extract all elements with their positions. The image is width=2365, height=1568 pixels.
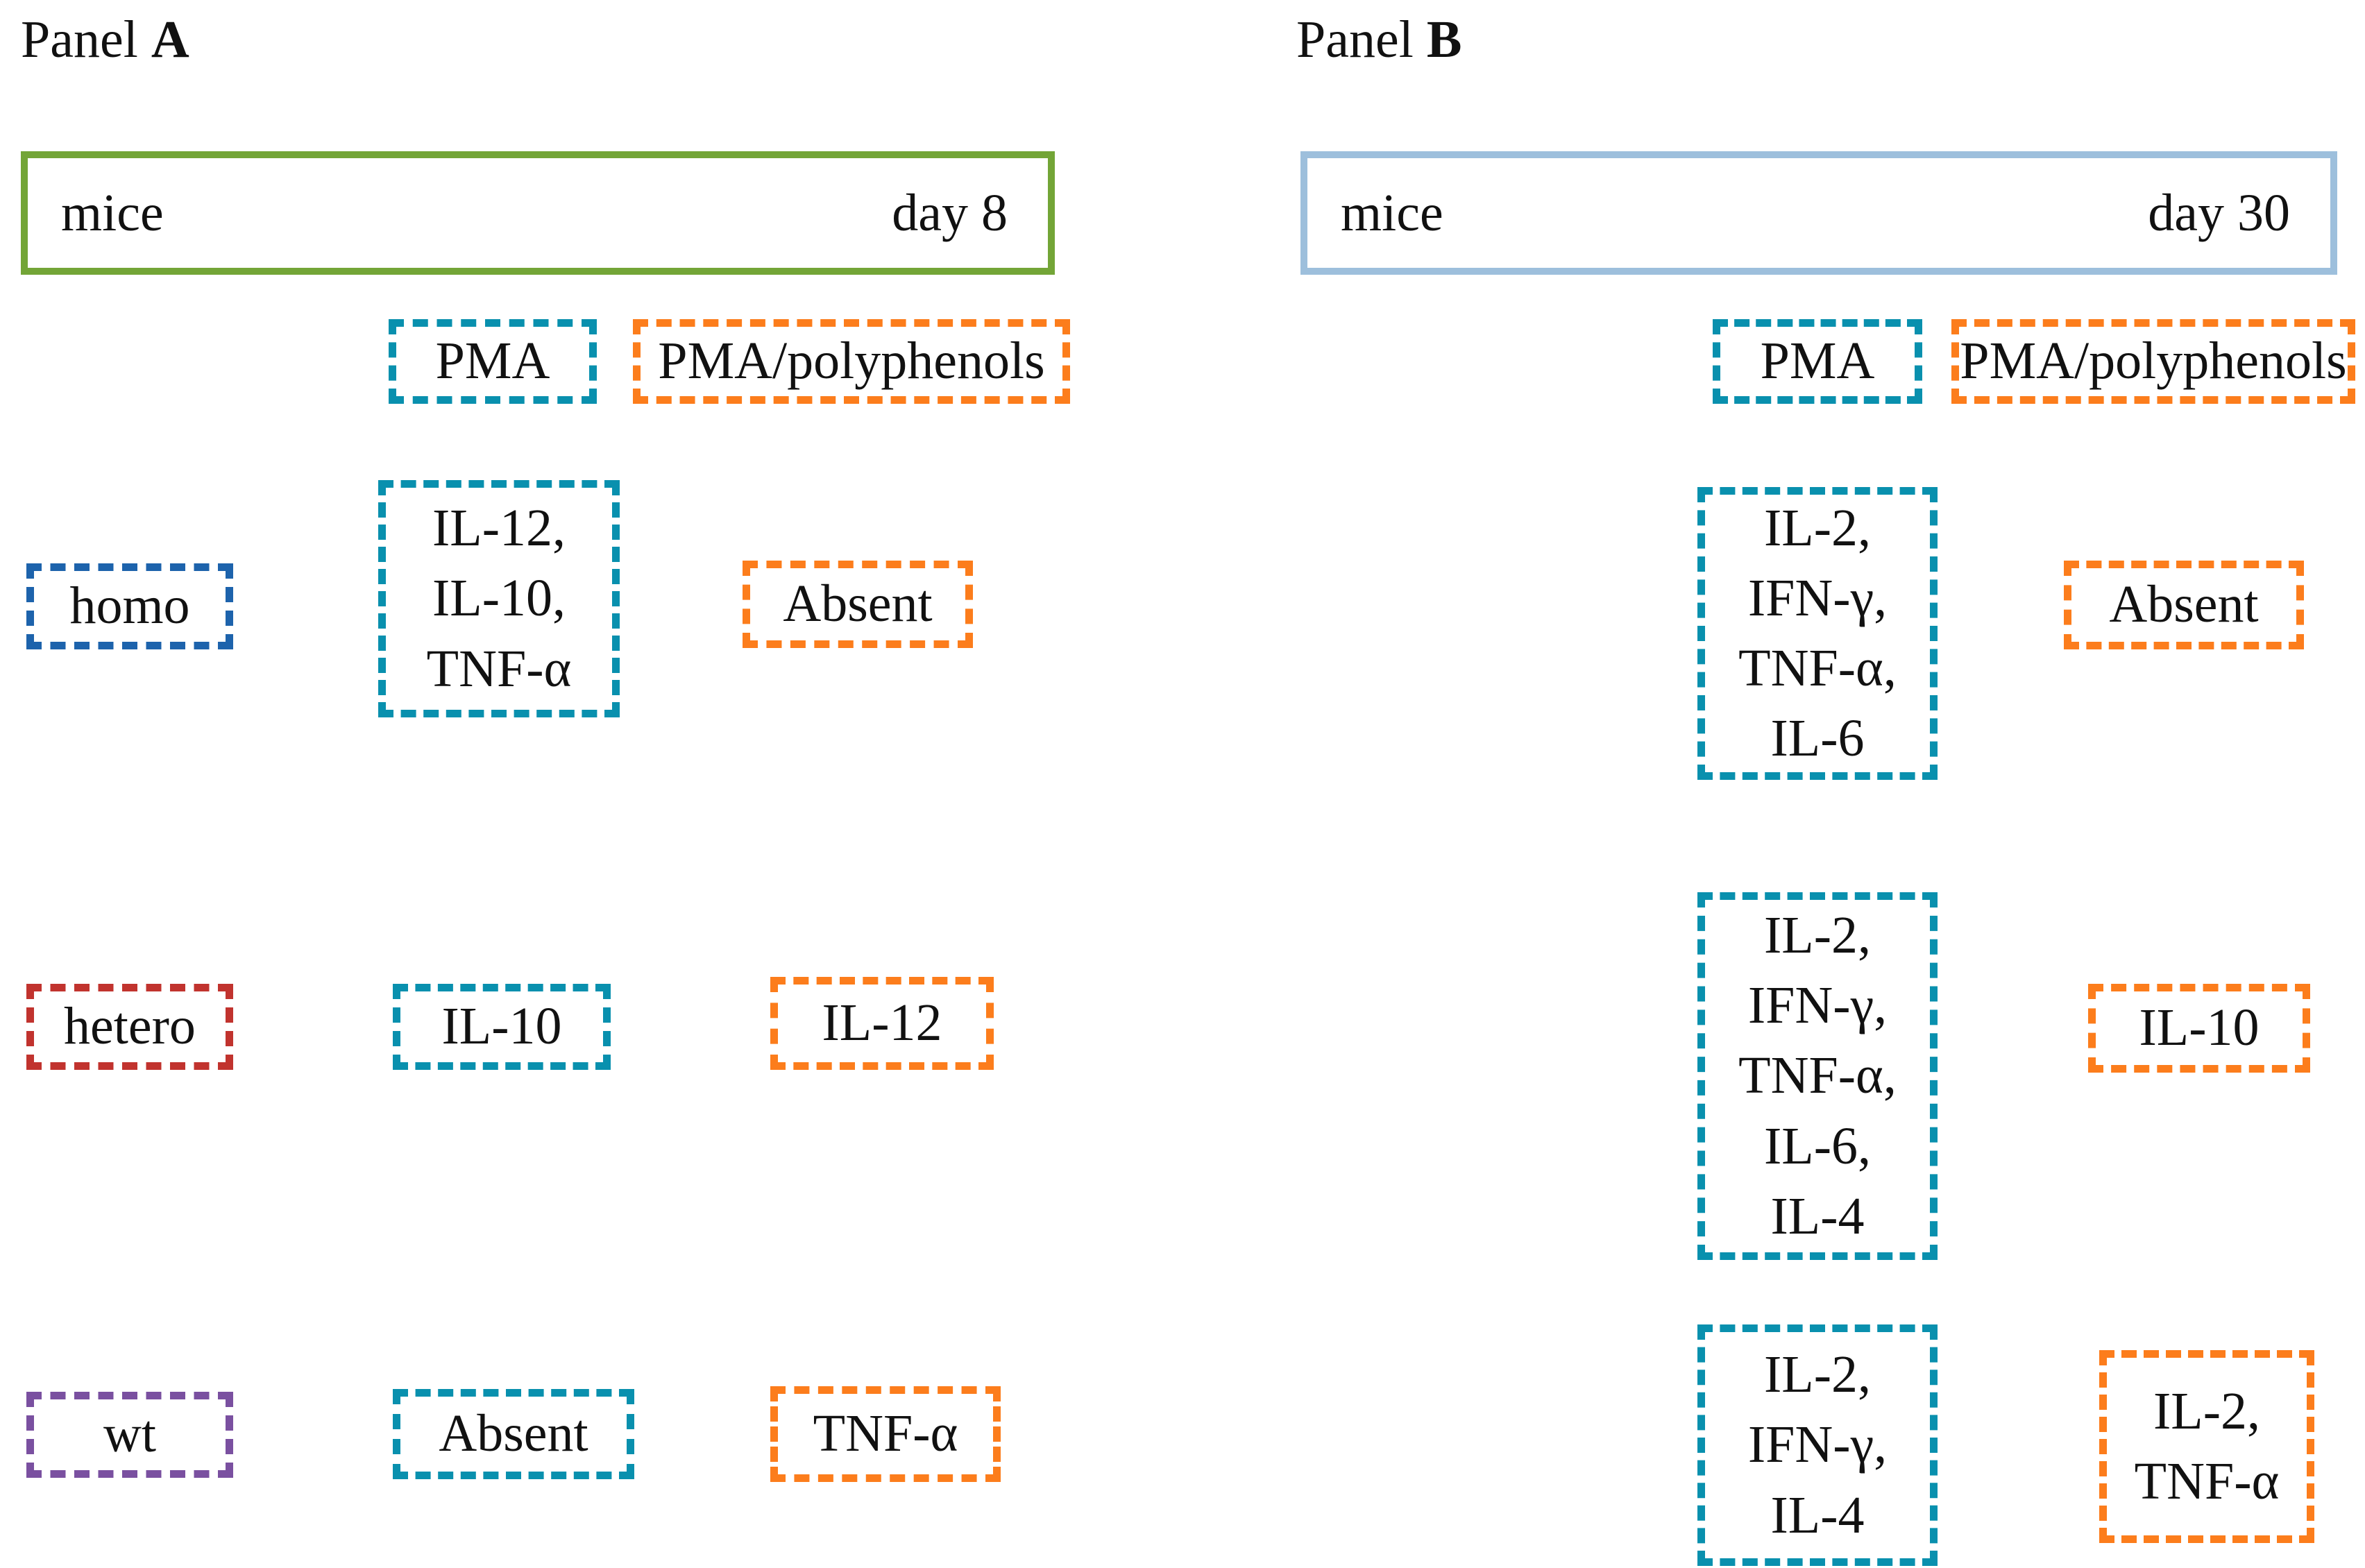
cytokine-line: TNF-α [2134,1452,2280,1510]
cytokine-line: TNF-α, [1738,1046,1897,1105]
panel-a-homo-polyphenols-cytokines-box: Absent [743,561,973,648]
panel-b-mice-label: mice [1341,183,1443,242]
panel-a-treatment-pma-box: PMA [389,319,597,404]
panel-b-treatment-pma-box: PMA [1713,319,1922,404]
cytokine-line: IL-2, [1763,498,1872,557]
panel-b-treatment-pma-label: PMA [1760,332,1875,391]
genotype-label-hetero: hetero [64,997,196,1056]
panel-b-treatment-polyphenols-box: PMA/polyphenols [1951,319,2355,404]
panel-b-row1-polyphenols-cytokines-box: Absent [2064,561,2304,649]
panel-a-treatment-polyphenols-label: PMA/polyphenols [658,332,1045,391]
cytokine-line: IL-2, [2153,1381,2261,1440]
panel-b-day-label: day 30 [2148,183,2290,242]
panel-a-wt-pma-cytokines-box: Absent [393,1389,634,1479]
panel-b-title: Panel B [1296,10,1462,70]
cytokine-line: IL-4 [1770,1186,1865,1245]
panel-a-hetero-polyphenols-cytokines-box: IL-12 [770,977,994,1070]
genotype-box-wt: wt [26,1392,233,1478]
cytokine-line: Absent [439,1404,588,1463]
panel-a-mice-label: mice [61,183,164,242]
panel-b-row2-polyphenols-cytokines-box: IL-10 [2088,984,2310,1073]
panel-b-row3-pma-cytokines-box: IL-2, IFN-γ, IL-4 [1697,1324,1938,1566]
panel-b-treatment-polyphenols-label: PMA/polyphenols [1960,332,2347,391]
panel-b-mice-day-box: mice day 30 [1300,151,2337,275]
genotype-box-homo: homo [26,563,233,649]
cytokine-line: TNF-α [813,1404,958,1463]
panel-a-treatment-polyphenols-box: PMA/polyphenols [633,319,1070,404]
cytokine-line: Absent [2109,575,2259,634]
cytokine-line: IL-6 [1770,709,1865,768]
panel-b-row2-pma-cytokines-box: IL-2, IFN-γ, TNF-α, IL-6, IL-4 [1697,892,1938,1260]
cytokine-line: IFN-γ, [1747,1415,1888,1474]
panel-a-hetero-pma-cytokines-box: IL-10 [393,984,611,1070]
cytokine-line: IL-12 [822,994,942,1053]
cytokine-line: IFN-γ, [1747,568,1888,627]
panel-a-title: Panel A [21,10,189,70]
panel-b-row1-pma-cytokines-box: IL-2, IFN-γ, TNF-α, IL-6 [1697,487,1938,780]
cytokine-line: IL-10 [441,997,562,1056]
cytokine-line: IL-10, [432,569,566,628]
genotype-label-homo: homo [69,577,190,636]
cytokine-line: IL-4 [1770,1485,1865,1544]
cytokine-line: TNF-α, [1738,639,1897,697]
panel-b-title-prefix: Panel [1296,10,1427,69]
panel-a-treatment-pma-label: PMA [435,332,550,391]
panel-a-title-letter: A [151,10,189,69]
panel-a-title-prefix: Panel [21,10,151,69]
cytokine-line: IL-2, [1763,1345,1872,1404]
panel-b-title-letter: B [1426,10,1462,69]
panel-a-day-label: day 8 [892,183,1008,242]
cytokine-line: IL-12, [432,499,566,558]
cytokine-line: IFN-γ, [1747,976,1888,1035]
cytokine-line: IL-10 [2139,998,2260,1057]
cytokine-line: IL-6, [1763,1116,1872,1175]
genotype-box-hetero: hetero [26,984,233,1070]
panel-a-mice-day-box: mice day 8 [21,151,1055,275]
panel-a-homo-pma-cytokines-box: IL-12, IL-10, TNF-α [378,480,620,717]
genotype-label-wt: wt [103,1405,156,1464]
cytokine-line: IL-2, [1763,906,1872,965]
panel-b-row3-polyphenols-cytokines-box: IL-2, TNF-α [2099,1350,2314,1543]
cytokine-line: Absent [783,574,933,633]
cytokine-line: TNF-α [426,639,572,698]
panel-a-wt-polyphenols-cytokines-box: TNF-α [770,1386,1001,1482]
